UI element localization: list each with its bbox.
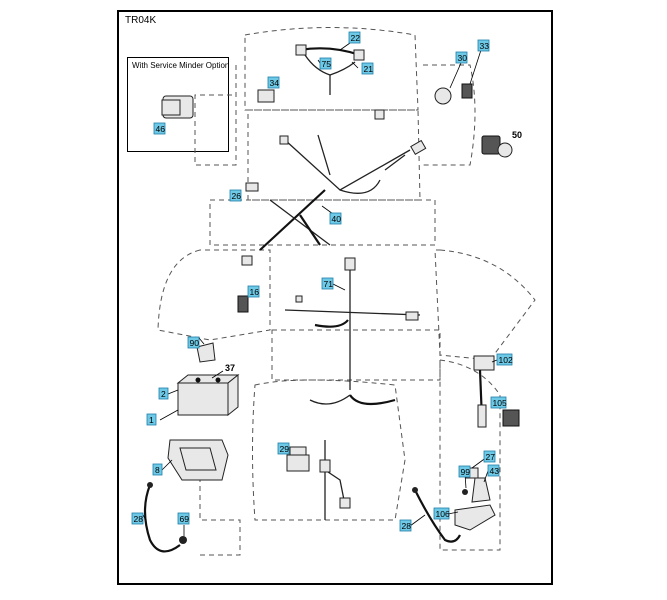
battery-cables — [143, 482, 461, 553]
svg-text:2: 2 — [161, 389, 166, 399]
callout-28-left: 28 — [131, 512, 144, 525]
svg-text:1: 1 — [149, 415, 154, 425]
cable-28-right — [414, 489, 461, 543]
center-harness — [284, 257, 421, 520]
svg-text:16: 16 — [250, 287, 260, 297]
svg-text:28: 28 — [402, 521, 412, 531]
callout-8: 8 — [152, 463, 163, 476]
callout-33: 33 — [477, 39, 490, 52]
parts — [161, 83, 520, 544]
callout-30: 30 — [455, 51, 468, 64]
part-105-solenoid — [502, 409, 520, 427]
callout-34: 34 — [267, 76, 280, 89]
service-minder-title: With Service Minder Option — [132, 61, 230, 70]
svg-text:46: 46 — [156, 124, 166, 134]
svg-text:26: 26 — [232, 191, 242, 201]
callout-40: 40 — [329, 212, 342, 225]
callout-28-right: 28 — [399, 519, 412, 532]
svg-text:105: 105 — [493, 398, 507, 408]
part-99-screw — [462, 489, 468, 495]
part-26-connector — [245, 182, 259, 192]
callout-43: 43 — [487, 464, 500, 477]
callout-105: 105 — [490, 396, 507, 409]
callout-21: 21 — [361, 62, 374, 75]
callout-1: 1 — [146, 413, 157, 426]
svg-text:71: 71 — [324, 279, 334, 289]
svg-text:102: 102 — [499, 355, 513, 365]
callout-26: 26 — [229, 189, 242, 202]
svg-text:33: 33 — [480, 41, 490, 51]
svg-text:37: 37 — [225, 363, 235, 373]
svg-text:106: 106 — [436, 509, 450, 519]
callout-46: 46 — [153, 122, 166, 135]
svg-text:27: 27 — [486, 452, 496, 462]
part-16-switch — [237, 295, 249, 313]
main-harness — [241, 109, 427, 266]
callout-99: 99 — [458, 465, 471, 478]
svg-text:40: 40 — [332, 214, 342, 224]
part-30-ignition — [434, 87, 452, 105]
callout-75: 75 — [319, 57, 332, 70]
part-102-bracket — [473, 355, 495, 371]
callout-29: 29 — [277, 442, 290, 455]
callout-27: 27 — [483, 450, 496, 463]
svg-text:69: 69 — [180, 514, 190, 524]
tractor-outline — [157, 27, 536, 556]
svg-text:30: 30 — [458, 53, 468, 63]
callout-71: 71 — [321, 277, 334, 290]
part-34-relay — [257, 89, 275, 103]
callout-37: 37 — [225, 363, 235, 373]
part-69-bolt — [179, 536, 187, 544]
callout-69: 69 — [177, 512, 190, 525]
callout-106: 106 — [433, 507, 450, 520]
callout-102: 102 — [496, 353, 513, 366]
diagram-frame — [117, 10, 553, 585]
cable-28-left — [143, 484, 181, 553]
part-1-battery — [177, 382, 229, 416]
leader-lines — [141, 42, 498, 536]
svg-text:43: 43 — [490, 466, 500, 476]
callout-50: 50 — [512, 130, 522, 140]
svg-text:50: 50 — [512, 130, 522, 140]
svg-text:75: 75 — [322, 59, 332, 69]
callout-2: 2 — [158, 387, 169, 400]
part-43-switch — [471, 477, 491, 503]
svg-text:22: 22 — [351, 33, 361, 43]
part-50-switch — [481, 135, 501, 155]
part-106-plate — [454, 504, 496, 531]
svg-text:99: 99 — [461, 467, 471, 477]
part-29-switch — [286, 454, 310, 472]
diagram-code: TR04K — [125, 15, 157, 26]
part-90-cover — [196, 342, 216, 363]
svg-text:34: 34 — [270, 78, 280, 88]
callout-90: 90 — [187, 336, 200, 349]
panel-harness — [295, 44, 365, 95]
callout-22: 22 — [348, 31, 361, 44]
svg-text:8: 8 — [155, 465, 160, 475]
callout-16: 16 — [247, 285, 260, 298]
svg-text:21: 21 — [364, 64, 374, 74]
svg-text:90: 90 — [190, 338, 200, 348]
part-33-key — [461, 83, 473, 99]
svg-text:28: 28 — [134, 514, 144, 524]
svg-text:29: 29 — [280, 444, 290, 454]
